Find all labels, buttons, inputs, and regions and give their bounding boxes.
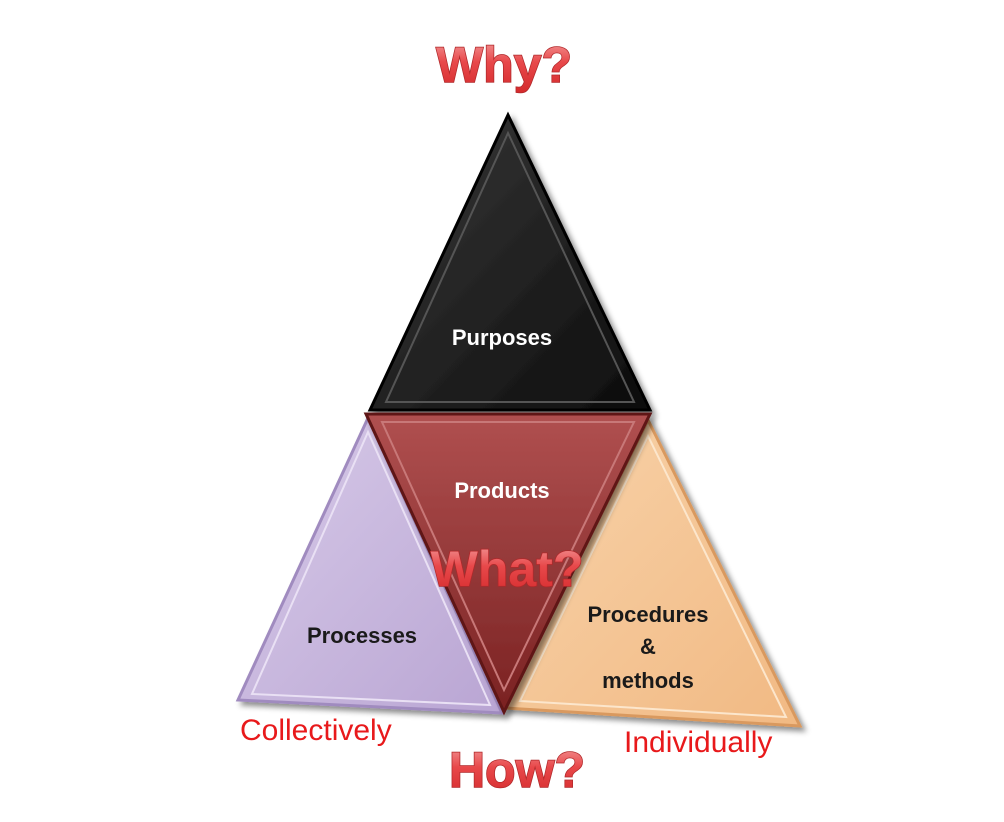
- products-triangle: [363, 412, 653, 716]
- purposes-triangle: [367, 111, 653, 412]
- procedures-label-line2: &: [640, 634, 656, 659]
- procedures-label-line3: methods: [602, 668, 694, 693]
- how-question: How?: [449, 742, 585, 798]
- processes-label: Processes: [307, 623, 417, 648]
- what-question: What?: [431, 541, 584, 597]
- purposes-label: Purposes: [452, 325, 552, 350]
- individually-label: Individually: [624, 726, 772, 759]
- products-label: Products: [454, 478, 549, 503]
- procedures-label-line1: Procedures: [587, 602, 708, 627]
- why-question: Why?: [436, 37, 572, 93]
- collectively-label: Collectively: [240, 714, 392, 747]
